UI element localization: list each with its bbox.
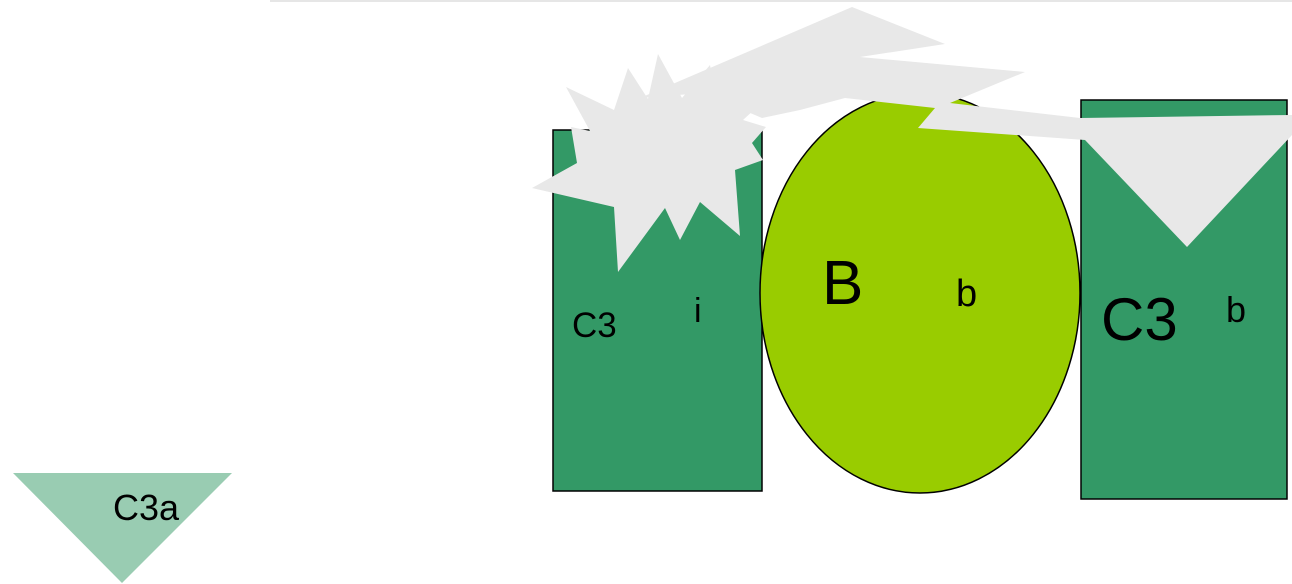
right-rect-sub-label: b (1226, 289, 1246, 330)
ellipse-sub-label: b (956, 273, 977, 315)
ellipse-label: B (822, 249, 863, 318)
center-ellipse-shape (759, 92, 1081, 494)
left-rect-sub-label: i (694, 292, 702, 330)
triangle-label: C3a (113, 487, 180, 528)
down-triangle-shape (13, 473, 232, 583)
lightning-shape (640, 7, 1292, 247)
starburst-shape (532, 54, 767, 272)
right-rect-label: C3 (1101, 286, 1178, 353)
left-rect-label: C3 (572, 306, 617, 345)
